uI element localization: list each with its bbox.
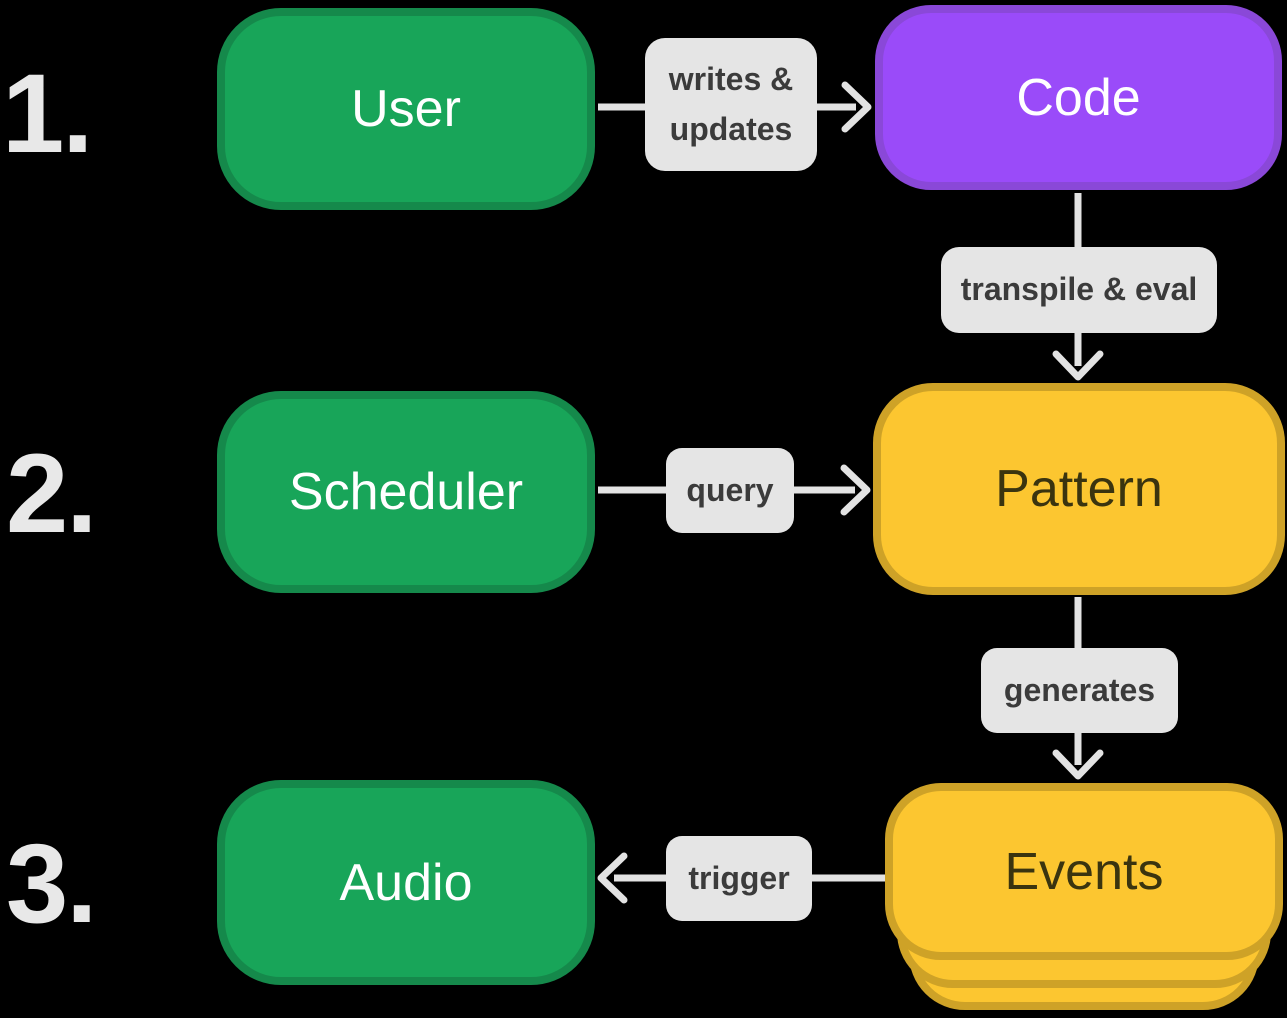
node-scheduler: Scheduler [217, 391, 595, 593]
edge-label-generates: generates [981, 648, 1178, 733]
step-number-3: 3. [6, 821, 97, 946]
node-audio: Audio [217, 780, 595, 985]
arrow-scheduler-to-pattern [598, 464, 871, 516]
node-events-stack: Events [885, 783, 1283, 1018]
arrowhead-right-icon [840, 464, 871, 516]
node-user: User [217, 8, 595, 210]
node-user-label: User [351, 80, 461, 138]
edge-label-query: query [666, 448, 794, 533]
arrowhead-right-icon [841, 81, 872, 133]
node-pattern-label: Pattern [995, 460, 1163, 518]
node-audio-label: Audio [339, 853, 473, 912]
node-pattern: Pattern [873, 383, 1285, 595]
step-number-1: 1. [2, 51, 93, 176]
arrowhead-left-icon [597, 852, 628, 904]
node-code: Code [875, 5, 1282, 190]
node-code-label: Code [1016, 68, 1141, 127]
arrowhead-down-icon [1052, 749, 1104, 780]
edge-label-writes-updates: writes & updates [645, 38, 817, 171]
node-events: Events [885, 783, 1283, 960]
node-events-label: Events [1004, 842, 1164, 901]
edge-label-transpile-eval: transpile & eval [941, 247, 1217, 333]
node-scheduler-label: Scheduler [288, 463, 524, 521]
edge-label-trigger: trigger [666, 836, 812, 921]
step-number-2: 2. [6, 431, 97, 556]
arrowhead-down-icon [1052, 350, 1104, 381]
arrow-user-to-code [598, 81, 872, 133]
